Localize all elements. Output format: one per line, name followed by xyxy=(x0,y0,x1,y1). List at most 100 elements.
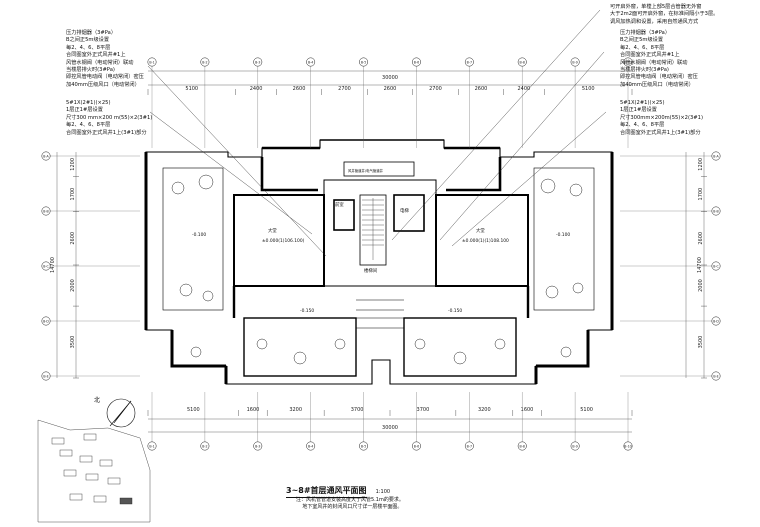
right-total-dimension: 14700 xyxy=(697,257,703,273)
left-note-1-line: 每2、4、6、8平层 xyxy=(66,44,111,51)
left-note-2-line: 每2、4、6、8平层 xyxy=(66,122,111,129)
dimension-value: 5100 xyxy=(582,86,595,92)
left-note-1-line: 合同图室外正式风井#1上 xyxy=(66,52,126,59)
left-yard-level: -0.100 xyxy=(192,232,206,238)
right-note-1-line: 风管水钢阀（电动常闭）联动 xyxy=(620,59,688,66)
axis-label: B-E xyxy=(43,375,48,379)
right-note-1-line: 压力排烟器（3#Pa） xyxy=(620,30,671,36)
axis-label: B-C xyxy=(43,265,49,269)
dimension-value: 3500 xyxy=(70,336,76,349)
axis-label: B-4 xyxy=(308,445,313,449)
north-arrow xyxy=(106,398,136,428)
axis-label: B-A xyxy=(43,155,49,159)
axis-bubble xyxy=(711,316,721,326)
axis-label: B-5 xyxy=(361,445,366,449)
axis-label: B-3 xyxy=(255,61,260,65)
axis-bubble xyxy=(41,261,51,271)
footnote-line: 注：风机管管道安装高度大于风管5.1m的要求。 xyxy=(296,497,404,503)
axis-label: B-1 xyxy=(149,61,154,65)
axis-bubble xyxy=(464,441,474,451)
right-note-1-line: 每2、4、6、8平层 xyxy=(620,44,665,51)
axis-label: B-10 xyxy=(624,445,631,449)
right-note-2-line: 1层正1#层设置 xyxy=(620,107,657,114)
axis-bubble xyxy=(411,441,421,451)
axis-bubble xyxy=(147,57,157,67)
top-corridor-label: 风井管道井/电气管道井 xyxy=(348,168,384,173)
stair-treads xyxy=(362,198,384,260)
right-note-block-1: 压力排烟器（3#Pa）B之间正5m级设置每2、4、6、8平层合同图室外正式风井#… xyxy=(620,30,698,89)
axis-label: B-9 xyxy=(572,445,577,449)
landscape-shrubs xyxy=(171,174,584,365)
axis-label: B-D xyxy=(713,320,719,324)
axis-label: B-1 xyxy=(149,445,154,449)
right-porch-level: -0.150 xyxy=(448,308,462,314)
dimension-value: 3700 xyxy=(417,407,430,413)
dimension-value: 1200 xyxy=(70,158,76,171)
dimension-value: 1600 xyxy=(247,407,260,413)
dimension-value: 2700 xyxy=(338,86,351,92)
axis-bubble xyxy=(359,441,369,451)
left-note-1-line: 压力排烟器（3#Pa） xyxy=(66,30,117,36)
right-note-1-line: 当楼层排火时(3#Pa) xyxy=(620,67,669,74)
axis-label: B-8 xyxy=(520,61,525,65)
axis-bubble xyxy=(570,441,580,451)
left-hall-label: 大堂 xyxy=(268,227,277,234)
left-note-2-line: 尺寸300 mm×200 m(55)×2(3#1) xyxy=(66,114,153,121)
right-note-1-line: 即控风管电动阀（电动常闭）密压 xyxy=(620,74,698,81)
right-note-0-line: 大于2m2面可开启外窗，在标准间隔小于3层。 xyxy=(610,11,719,18)
axis-bubble xyxy=(200,57,210,67)
site-plan xyxy=(37,419,151,523)
dimension-value: 5100 xyxy=(580,407,593,413)
left-note-2-line: 合同图室外正式风井1上(3#1)部分 xyxy=(66,129,147,136)
axis-label: B-6 xyxy=(414,61,419,65)
left-note-1-line: 风管水钢阀（电动常闭）联动 xyxy=(66,59,134,66)
right-note-0-line: 调风加热调和设置，采用自然通风方式 xyxy=(610,18,699,25)
dimension-value: 2000 xyxy=(698,279,704,292)
left-note-block-1: 压力排烟器（3#Pa）B之间正5m级设置每2、4、6、8平层合同图室外正式风井#… xyxy=(66,30,144,89)
axis-bubble xyxy=(253,57,263,67)
axis-label: B-9 xyxy=(572,61,577,65)
dimension-value: 2400 xyxy=(518,86,531,92)
axis-label: B-7 xyxy=(467,61,472,65)
top-total-dimension: 30000 xyxy=(382,75,398,81)
footnote-line: 地下室风井的封闭风口尺寸详一层楼平面图。 xyxy=(296,504,403,510)
axis-label: B-B xyxy=(43,210,48,214)
axis-bubble xyxy=(359,57,369,67)
dimension-value: 2700 xyxy=(429,86,442,92)
leader-lines xyxy=(147,9,607,257)
drawing-scale: 1:100 xyxy=(375,489,391,495)
building-walls xyxy=(144,139,614,385)
left-note-2-line: 5#1X(2#1)(×25) xyxy=(66,100,111,106)
left-note-block-2: 5#1X(2#1)(×25)1层正1#层设置尺寸300 mm×200 m(55)… xyxy=(66,100,152,137)
right-note-2-line: 5#1X(2#1)(×25) xyxy=(620,100,665,106)
dimension-value: 5100 xyxy=(187,407,200,413)
grid-lines xyxy=(56,70,705,433)
dimension-value: 2600 xyxy=(70,232,76,245)
left-note-1-line: B之间正5m级设置 xyxy=(66,37,110,44)
axis-bubble xyxy=(711,371,721,381)
axis-bubbles-right: B-AB-BB-CB-DB-E xyxy=(620,151,721,381)
stair-label: 楼梯间 xyxy=(364,267,377,274)
right-note-2-line: 每2、4、6、8平层 xyxy=(620,122,665,129)
axis-bubble xyxy=(253,441,263,451)
axis-bubble xyxy=(464,57,474,67)
axis-label: B-6 xyxy=(414,445,419,449)
axis-bubble xyxy=(623,441,633,451)
axis-bubble xyxy=(570,57,580,67)
left-note-2-line: 1层正1#层设置 xyxy=(66,107,103,114)
right-note-block-2: 5#1X(2#1)(×25)1层正1#层设置尺寸300mm×200m(55)×2… xyxy=(620,100,703,137)
title-block: 3~8#首层通风平面图 1:100 xyxy=(286,478,396,498)
axis-bubble xyxy=(41,371,51,381)
dimension-value: 1700 xyxy=(698,188,704,201)
right-note-2-line: 尺寸300mm×200m(55)×2(3#1) xyxy=(620,114,703,121)
axis-bubble xyxy=(623,57,633,67)
axis-label: B-B xyxy=(713,210,718,214)
left-note-1-line: 当楼层排火时(3#Pa) xyxy=(66,67,115,74)
dimension-value: 2600 xyxy=(475,86,488,92)
left-note-1-line: 加40mm压级风口（电动常闭） xyxy=(66,81,140,88)
dimension-value: 3700 xyxy=(351,407,364,413)
dimension-value: 1200 xyxy=(698,158,704,171)
